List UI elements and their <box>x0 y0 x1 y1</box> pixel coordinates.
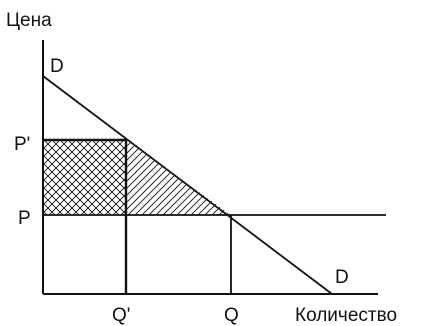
quantity-label-q: Q <box>224 305 239 326</box>
price-label-p: P <box>18 208 31 229</box>
crosshatched-rectangle <box>43 140 126 215</box>
x-axis-title: Количество <box>295 305 397 326</box>
y-axis-title: Цена <box>6 10 52 31</box>
demand-label-bottom: D <box>335 267 349 288</box>
quantity-label-q-prime: Q' <box>112 305 130 326</box>
demand-label-top: D <box>50 56 64 77</box>
price-label-p-prime: P' <box>14 134 30 155</box>
demand-curve-line <box>42 75 333 295</box>
